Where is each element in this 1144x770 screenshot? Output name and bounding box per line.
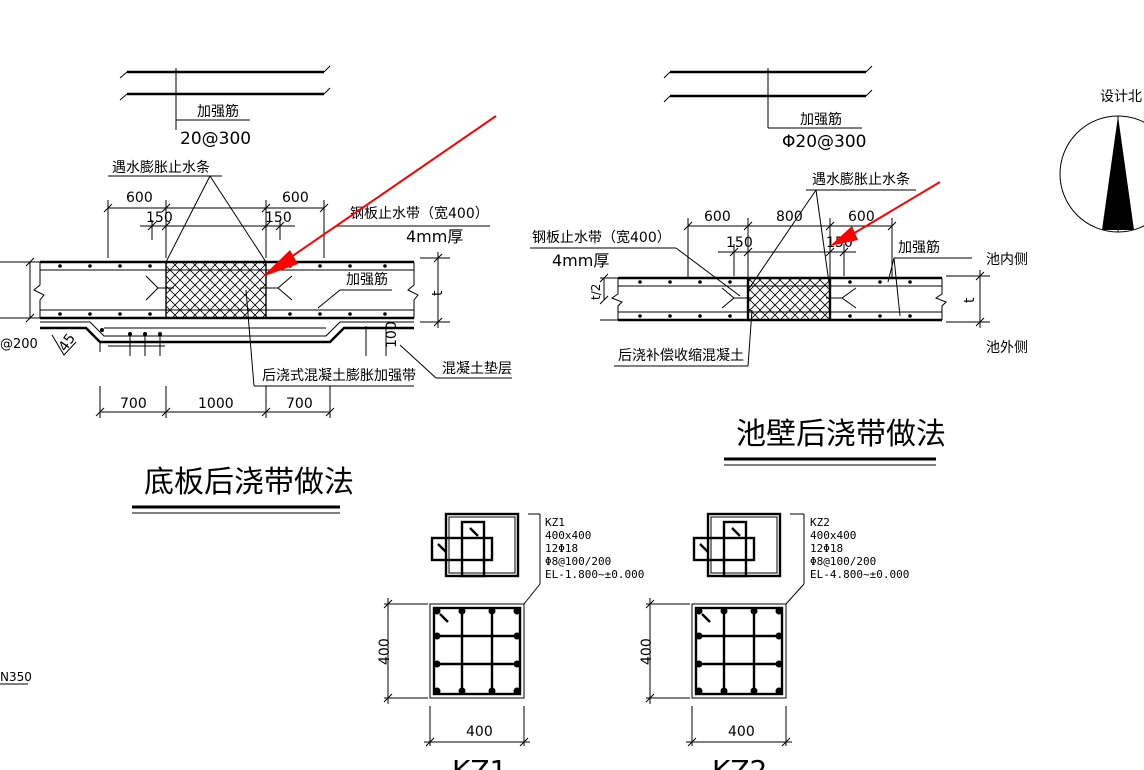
kz2-section: [691, 603, 787, 699]
bottom-slab-cushion-dim-label: 100: [384, 321, 400, 348]
bottom-slab-steel-thickness-label: 4mm厚: [406, 227, 463, 246]
pool-wall-inner-side-label: 池内侧: [986, 252, 1028, 268]
north-arrow: [1059, 115, 1144, 233]
pool-wall-outer-side-label: 池外侧: [986, 340, 1028, 356]
kz1-stirrup-sketch: [430, 512, 520, 578]
bottom-slab-cushion-label: 混凝土垫层: [442, 361, 512, 377]
pool-wall-title: 池壁后浇带做法: [736, 417, 946, 452]
left-edge-fragment: N350: [0, 670, 32, 684]
bottom-slab-title: 底板后浇带做法: [144, 465, 354, 500]
kz2-size: 400x400: [810, 529, 856, 542]
bottom-slab-dim-600-right: 600: [282, 190, 309, 206]
kz2-stirrup-sketch: [692, 512, 782, 578]
kz2-dim-height: 400: [639, 638, 655, 665]
kz2-caption: KZ2: [712, 754, 767, 770]
pool-wall-half-thickness-label: t/2: [589, 284, 603, 300]
bottom-slab-steel-water-stop-label: 钢板止水带（宽400）: [350, 205, 489, 222]
pool-wall-compensating-concrete-label: 后浇补偿收缩混凝土: [618, 348, 744, 364]
bottom-slab-rebar-dots: [58, 264, 387, 316]
pool-wall-steel-thickness-label: 4mm厚: [552, 251, 609, 270]
bottom-slab-water-stop-strip-label: 遇水膨胀止水条: [112, 159, 210, 176]
kz1-section: [429, 603, 525, 699]
bottom-slab-reinforcement-sketch: [119, 65, 331, 130]
bottom-slab-detail: 加强筋 20@300 遇水膨胀止水条 600 600 150 1: [0, 65, 512, 514]
pool-wall-reinforcement-spec: Φ20@300: [782, 132, 866, 152]
kz2-elevation: EL-4.800~±0.000: [810, 568, 909, 581]
pool-wall-dim-600-left: 600: [704, 209, 731, 225]
bottom-slab-thickness-label: t: [430, 290, 446, 296]
bottom-slab-top-dimensions: [103, 200, 329, 258]
pool-wall-dim-600-right: 600: [848, 209, 875, 225]
red-arrow-bottom-slab: [262, 115, 497, 277]
kz1-size: 400x400: [545, 529, 591, 542]
pool-wall-rebar-dots: [638, 280, 912, 318]
bottom-slab-dim-700-right: 700: [286, 396, 313, 412]
bottom-slab-dim-150-right: 150: [265, 210, 292, 226]
bottom-slab-reinforcement-label: 加强筋: [197, 103, 239, 120]
bottom-slab-reinforcement-label-2: 加强筋: [346, 271, 388, 288]
bottom-slab-post-pour-band-label: 后浇式混凝土膨胀加强带: [262, 367, 416, 384]
red-arrow-pool-wall: [830, 181, 941, 246]
bottom-slab-dim-1000: 1000: [198, 396, 234, 412]
bottom-slab-dim-700-left: 700: [120, 396, 147, 412]
kz2-dim-width: 400: [728, 724, 755, 740]
bottom-slab-dim-600-left: 600: [126, 190, 153, 206]
bottom-slab-section: [0, 257, 419, 323]
bottom-slab-left-partial-spec: @200: [0, 337, 38, 352]
pool-wall-dim-150-left: 150: [726, 235, 753, 251]
pool-wall-dim-800: 800: [776, 209, 803, 225]
pool-wall-reinforcement-label-2: 加强筋: [898, 239, 940, 256]
pool-wall-section: [599, 273, 947, 322]
pool-wall-water-stop-strip-label: 遇水膨胀止水条: [812, 171, 910, 188]
kz1-main-bars: 12Φ18: [545, 542, 578, 555]
pool-wall-steel-water-stop-label: 钢板止水带（宽400）: [532, 229, 671, 246]
column-kz1: KZ1 400x400 12Φ18 Φ8@100/200 EL-1.800~±0…: [377, 512, 644, 770]
bottom-slab-cushion: [40, 321, 414, 356]
bottom-slab-bottom-dimensions: [95, 386, 335, 418]
kz1-caption: KZ1: [452, 754, 507, 770]
kz1-stirrups: Φ8@100/200: [545, 555, 611, 568]
kz2-stirrups: Φ8@100/200: [810, 555, 876, 568]
pool-wall-reinforcement-label: 加强筋: [800, 111, 842, 128]
kz1-dim-width: 400: [466, 724, 493, 740]
column-kz2: KZ2 400x400 12Φ18 Φ8@100/200 EL-4.800~±0…: [639, 512, 909, 770]
north-label: 设计北: [1100, 89, 1142, 105]
bottom-slab-dim-150-left: 150: [146, 210, 173, 226]
kz1-dim-height: 400: [377, 638, 393, 665]
kz1-elevation: EL-1.800~±0.000: [545, 568, 644, 581]
bottom-slab-reinforcement-spec: 20@300: [180, 129, 251, 149]
kz1-name: KZ1: [545, 516, 565, 529]
kz2-name: KZ2: [810, 516, 830, 529]
pool-wall-thickness-label: t: [962, 297, 978, 303]
pool-wall-detail: 加强筋 Φ20@300 遇水膨胀止水条 600 800 600 150: [530, 65, 1028, 466]
kz2-main-bars: 12Φ18: [810, 542, 843, 555]
pool-wall-reinforcement-sketch: [663, 65, 873, 129]
